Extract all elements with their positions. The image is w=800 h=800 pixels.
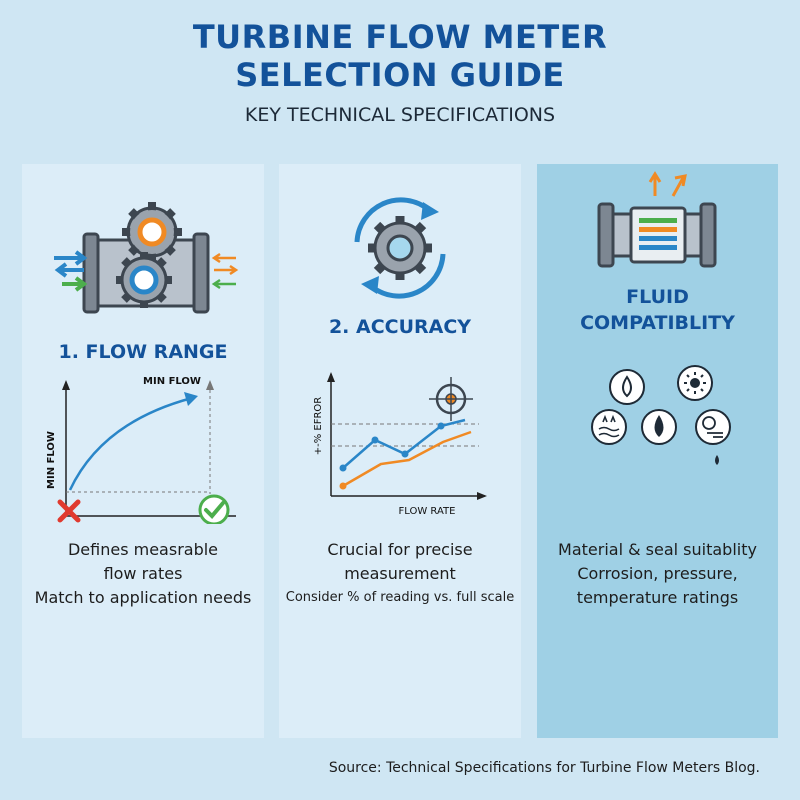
turbine-gear-icon — [54, 202, 239, 314]
meter-pipe-icon — [597, 171, 717, 268]
accuracy-chart: FLOW RATE +-% EFROR — [313, 372, 487, 517]
flow-range-top-label: MIN FLOW — [143, 376, 201, 387]
page-subtitle: KEY TECHNICAL SPECIFICATIONS — [244, 104, 556, 126]
fluid-heading-line-1: FLUID — [626, 286, 689, 308]
fluid-heading-line-2: COMPATIBLITY — [580, 312, 735, 334]
flow-range-heading: 1. FLOW RANGE — [58, 341, 228, 363]
panel-accuracy: 2. ACCURACY FLOW RATE +-% EFROR Crucial … — [279, 164, 521, 738]
oil-drop-icon — [641, 409, 677, 445]
orange-series-point — [339, 482, 347, 490]
flow-range-side-label: MIN FLOW — [46, 431, 57, 489]
check-icon — [198, 494, 230, 524]
accuracy-line-1: Crucial for precise — [327, 540, 473, 559]
flow-range-line-2: flow rates — [103, 564, 183, 583]
accuracy-xlabel: FLOW RATE — [399, 506, 456, 517]
blue-series-point — [401, 450, 409, 458]
flow-range-line-1: Defines measrable — [67, 540, 219, 559]
accuracy-description: Crucial for precise measurement Consider… — [279, 538, 521, 610]
cross-icon — [57, 499, 81, 523]
orange-series-line — [342, 430, 472, 488]
panel-fluid-compatibility: FLUID COMPATIBLITY — [537, 164, 778, 738]
accuracy-heading: 2. ACCURACY — [328, 316, 472, 338]
accuracy-ylabel: +-% EFROR — [313, 397, 324, 456]
fluid-compatibility-heading: FLUID COMPATIBLITY — [537, 284, 778, 336]
title-line-2: SELECTION GUIDE — [235, 56, 565, 94]
accuracy-note: Consider % of reading vs. full scale — [285, 590, 515, 605]
wave-icon — [591, 409, 627, 445]
flow-range-line-3: Match to application needs — [34, 588, 252, 607]
sun-gear-icon — [677, 365, 713, 401]
title-line-1: TURBINE FLOW METER — [192, 18, 608, 56]
fluid-description: Material & seal suitablity Corrosion, pr… — [537, 538, 778, 610]
accuracy-line-2: measurement — [344, 564, 456, 583]
fluid-line-1: Material & seal suitablity — [558, 540, 757, 559]
blue-series-point — [371, 436, 379, 444]
fluid-icons — [591, 365, 731, 465]
page-title: TURBINE FLOW METER SELECTION GUIDE — [0, 18, 800, 94]
source-note: Source: Technical Specifications for Tur… — [328, 760, 760, 776]
panel-flow-range: 1. FLOW RANGE MIN FLOW MIN FLOW Defines … — [22, 164, 264, 738]
target-icon — [429, 377, 473, 421]
fluid-line-2: Corrosion, pressure, — [577, 564, 738, 583]
gauge-icon — [695, 409, 731, 465]
cycle-gear-icon — [354, 197, 446, 299]
blue-series-point — [437, 422, 445, 430]
fluid-line-3: temperature ratings — [576, 588, 739, 607]
blue-series-point — [339, 464, 347, 472]
flow-range-chart: MIN FLOW MIN FLOW — [46, 376, 236, 524]
drop-icon — [609, 369, 645, 405]
flow-range-description: Defines measrable flow rates Match to ap… — [22, 538, 264, 610]
